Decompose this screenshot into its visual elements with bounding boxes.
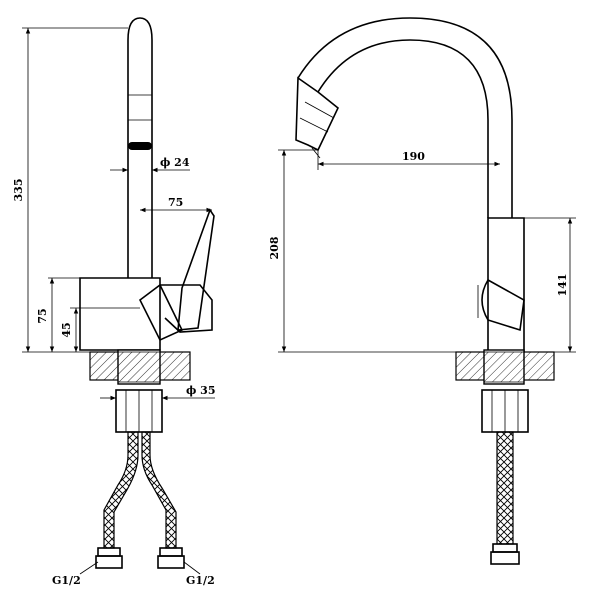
dim-label-base-diameter: ϕ 35: [186, 384, 216, 397]
handle-side: [481, 278, 525, 332]
handle-lever: [177, 208, 215, 331]
dim-label-spout-reach: 190: [402, 150, 425, 163]
thread-label-left: G1/2: [52, 574, 81, 587]
faucet-body-left: [79, 277, 161, 351]
spout-tube-left: [127, 17, 153, 278]
left-view: 335 ϕ 24 75 75 45 ϕ 35 G1/2 G1/2: [12, 17, 216, 587]
supply-hose-left-2: [141, 431, 177, 549]
right-view: 190 208 141: [268, 17, 576, 565]
spout-tip: [295, 76, 339, 152]
dim-label-body-height-right: 141: [556, 274, 569, 297]
hose-fitting-left: [95, 555, 123, 569]
dim-label-335: 335: [12, 179, 25, 202]
spout-arc-inner: [297, 17, 513, 218]
dim-label-spout-height: 208: [268, 236, 281, 259]
faucet-body-right: [487, 217, 525, 353]
aerator-mark: [128, 142, 152, 150]
dim-label-lower-height: 45: [60, 322, 73, 337]
spout-arc-outer: [317, 39, 489, 218]
hose-fitting-single: [490, 551, 520, 565]
supply-hose-right: [496, 431, 514, 545]
supply-hose-left-1: [103, 431, 139, 549]
thread-label-right: G1/2: [186, 574, 215, 587]
dim-label-body-height: 75: [36, 308, 49, 323]
dim-label-spout-diameter: ϕ 24: [160, 156, 190, 169]
dim-label-handle-length: 75: [168, 196, 183, 209]
handle-base: [160, 284, 213, 333]
handle-joint: [138, 283, 184, 342]
hose-fitting-right: [157, 555, 185, 569]
